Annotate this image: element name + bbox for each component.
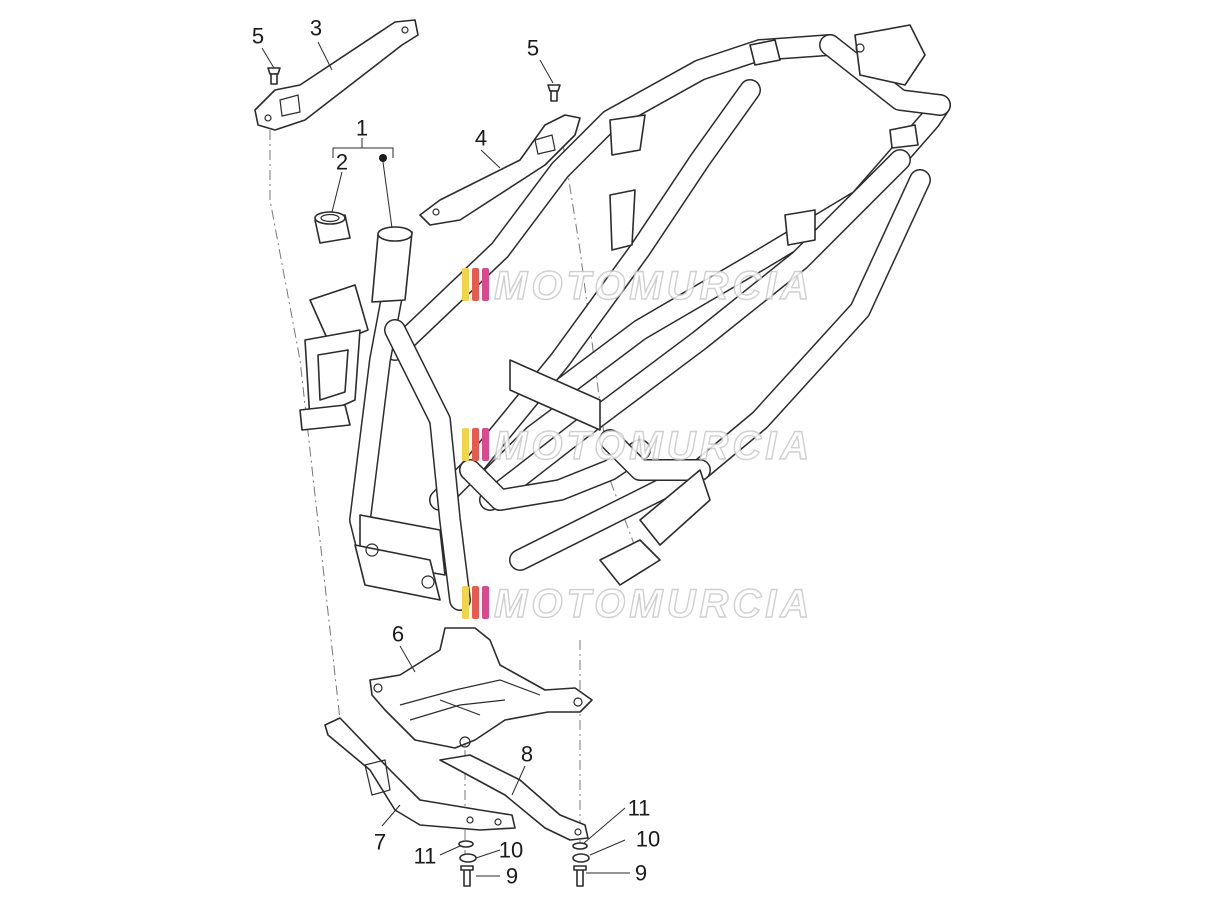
- watermark-text: MOTOMURCIA: [494, 424, 813, 468]
- callout-9-left: 9: [506, 864, 518, 889]
- callout-6: 6: [392, 622, 404, 647]
- hardware-left: [458, 840, 477, 887]
- callout-11-right: 11: [628, 796, 651, 821]
- watermark-text: MOTOMURCIA: [494, 582, 813, 626]
- watermark-stripe: [472, 268, 479, 301]
- callout-11-left: 11: [414, 844, 437, 869]
- screw-5-right: [547, 84, 561, 102]
- callout-7: 7: [374, 830, 386, 855]
- callout-4: 4: [475, 126, 487, 151]
- callout-2: 2: [336, 150, 348, 175]
- callout-10-left: 10: [499, 838, 523, 863]
- hardware-right: [572, 842, 590, 887]
- watermark-stripe: [462, 428, 469, 461]
- watermark-1: MOTOMURCIA: [462, 263, 813, 309]
- right-lower-rail: [439, 754, 589, 841]
- watermark-stripe: [462, 586, 469, 619]
- watermark-stripe: [472, 586, 479, 619]
- callout-1: 1: [356, 116, 368, 141]
- callout-8: 8: [521, 742, 533, 767]
- left-lower-rail: [324, 717, 516, 831]
- watermark-2: MOTOMURCIA: [462, 423, 813, 469]
- watermark-stripe: [482, 586, 489, 619]
- screw-5-left: [267, 67, 281, 85]
- watermark-3: MOTOMURCIA: [462, 581, 813, 627]
- left-upper-bracket: [254, 19, 419, 131]
- callout-10-right: 10: [636, 827, 660, 852]
- callout-labels: 1 2 3 4 5 5 6 7 8 9 9 10 10 11 11: [252, 16, 660, 889]
- callout-9-right: 9: [635, 861, 647, 886]
- floor-cover-plate: [369, 627, 593, 749]
- callout-5-right: 5: [527, 36, 539, 61]
- callout-5-left: 5: [252, 24, 264, 49]
- watermark-stripe: [482, 268, 489, 301]
- bushing-part: [314, 211, 351, 244]
- watermark-stripe: [482, 428, 489, 461]
- callout-3: 3: [310, 16, 322, 41]
- leader-lines: [261, 41, 630, 877]
- watermark-stripe: [472, 428, 479, 461]
- watermark-stripe: [462, 268, 469, 301]
- main-frame: [299, 24, 951, 611]
- watermark-text: MOTOMURCIA: [494, 264, 813, 308]
- right-upper-bracket: [419, 114, 581, 226]
